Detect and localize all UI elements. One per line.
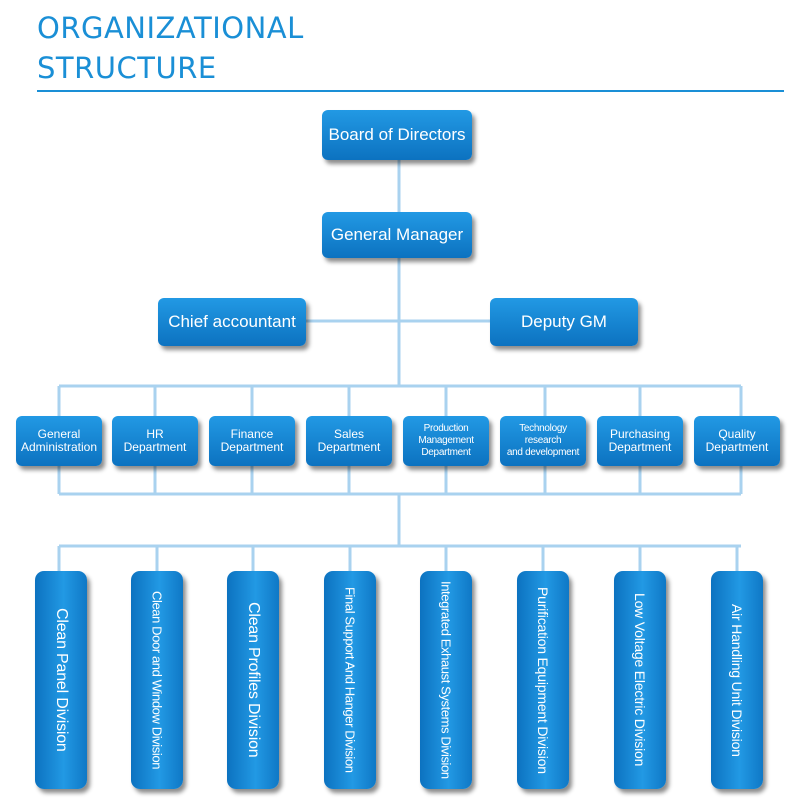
division-purification-equipment: Purification Equipment Division	[517, 571, 569, 789]
title-line-2: STRUCTURE	[37, 51, 217, 85]
dept-label-line2: Department	[608, 440, 672, 454]
dept-label-line1: Purchasing	[609, 427, 671, 441]
division-label: Final Support And Hanger Division	[342, 587, 358, 773]
page-title: ORGANIZATIONAL STRUCTURE	[37, 8, 304, 88]
dept-label-line2: Department	[705, 440, 769, 454]
title-line-1: ORGANIZATIONAL	[37, 11, 304, 45]
dept-label-line1: Production Management	[418, 423, 474, 446]
dept-label-line1: Technology research	[519, 423, 567, 446]
deputy-gm-box: Deputy GM	[490, 298, 638, 346]
division-air-handling-unit: Air Handling Unit Division	[711, 571, 763, 789]
dept-label-line1: Finance	[230, 427, 274, 441]
division-label: Clean Panel Division	[53, 608, 70, 752]
division-label: Purification Equipment Division	[535, 586, 551, 774]
dept-label-line2: Administration	[20, 440, 98, 454]
division-label: Clean Door and Window Division	[149, 590, 165, 770]
division-final-support-hanger: Final Support And Hanger Division	[324, 571, 376, 789]
dept-label-line2: Department	[317, 440, 381, 454]
dept-label-line1: HR Department	[123, 427, 187, 454]
dept-label-line2: and development	[506, 447, 580, 458]
title-divider	[37, 90, 784, 92]
dept-label-line2: Department	[421, 447, 471, 458]
division-label: Low Voltage Electric Division	[632, 593, 648, 767]
dept-label-line1: General	[37, 427, 81, 441]
general-manager-box: General Manager	[322, 212, 472, 258]
chief-accountant-box: Chief accountant	[158, 298, 306, 346]
division-clean-panel: Clean Panel Division	[35, 571, 87, 789]
division-clean-profiles: Clean Profiles Division	[227, 571, 279, 789]
division-low-voltage-electric: Low Voltage Electric Division	[614, 571, 666, 789]
division-clean-door-window: Clean Door and Window Division	[131, 571, 183, 789]
dept-label-line1: Sales	[333, 427, 364, 441]
dept-label-line1: Quality	[718, 427, 756, 441]
division-integrated-exhaust: Integrated Exhaust Systems Division	[420, 571, 472, 789]
dept-hr: HR Department	[112, 416, 198, 466]
division-label: Clean Profiles Division	[245, 602, 262, 758]
dept-label-line2: Department	[220, 440, 284, 454]
division-label: Integrated Exhaust Systems Division	[438, 581, 454, 779]
board-of-directors-box: Board of Directors	[322, 110, 472, 160]
division-label: Air Handling Unit Division	[729, 603, 745, 757]
